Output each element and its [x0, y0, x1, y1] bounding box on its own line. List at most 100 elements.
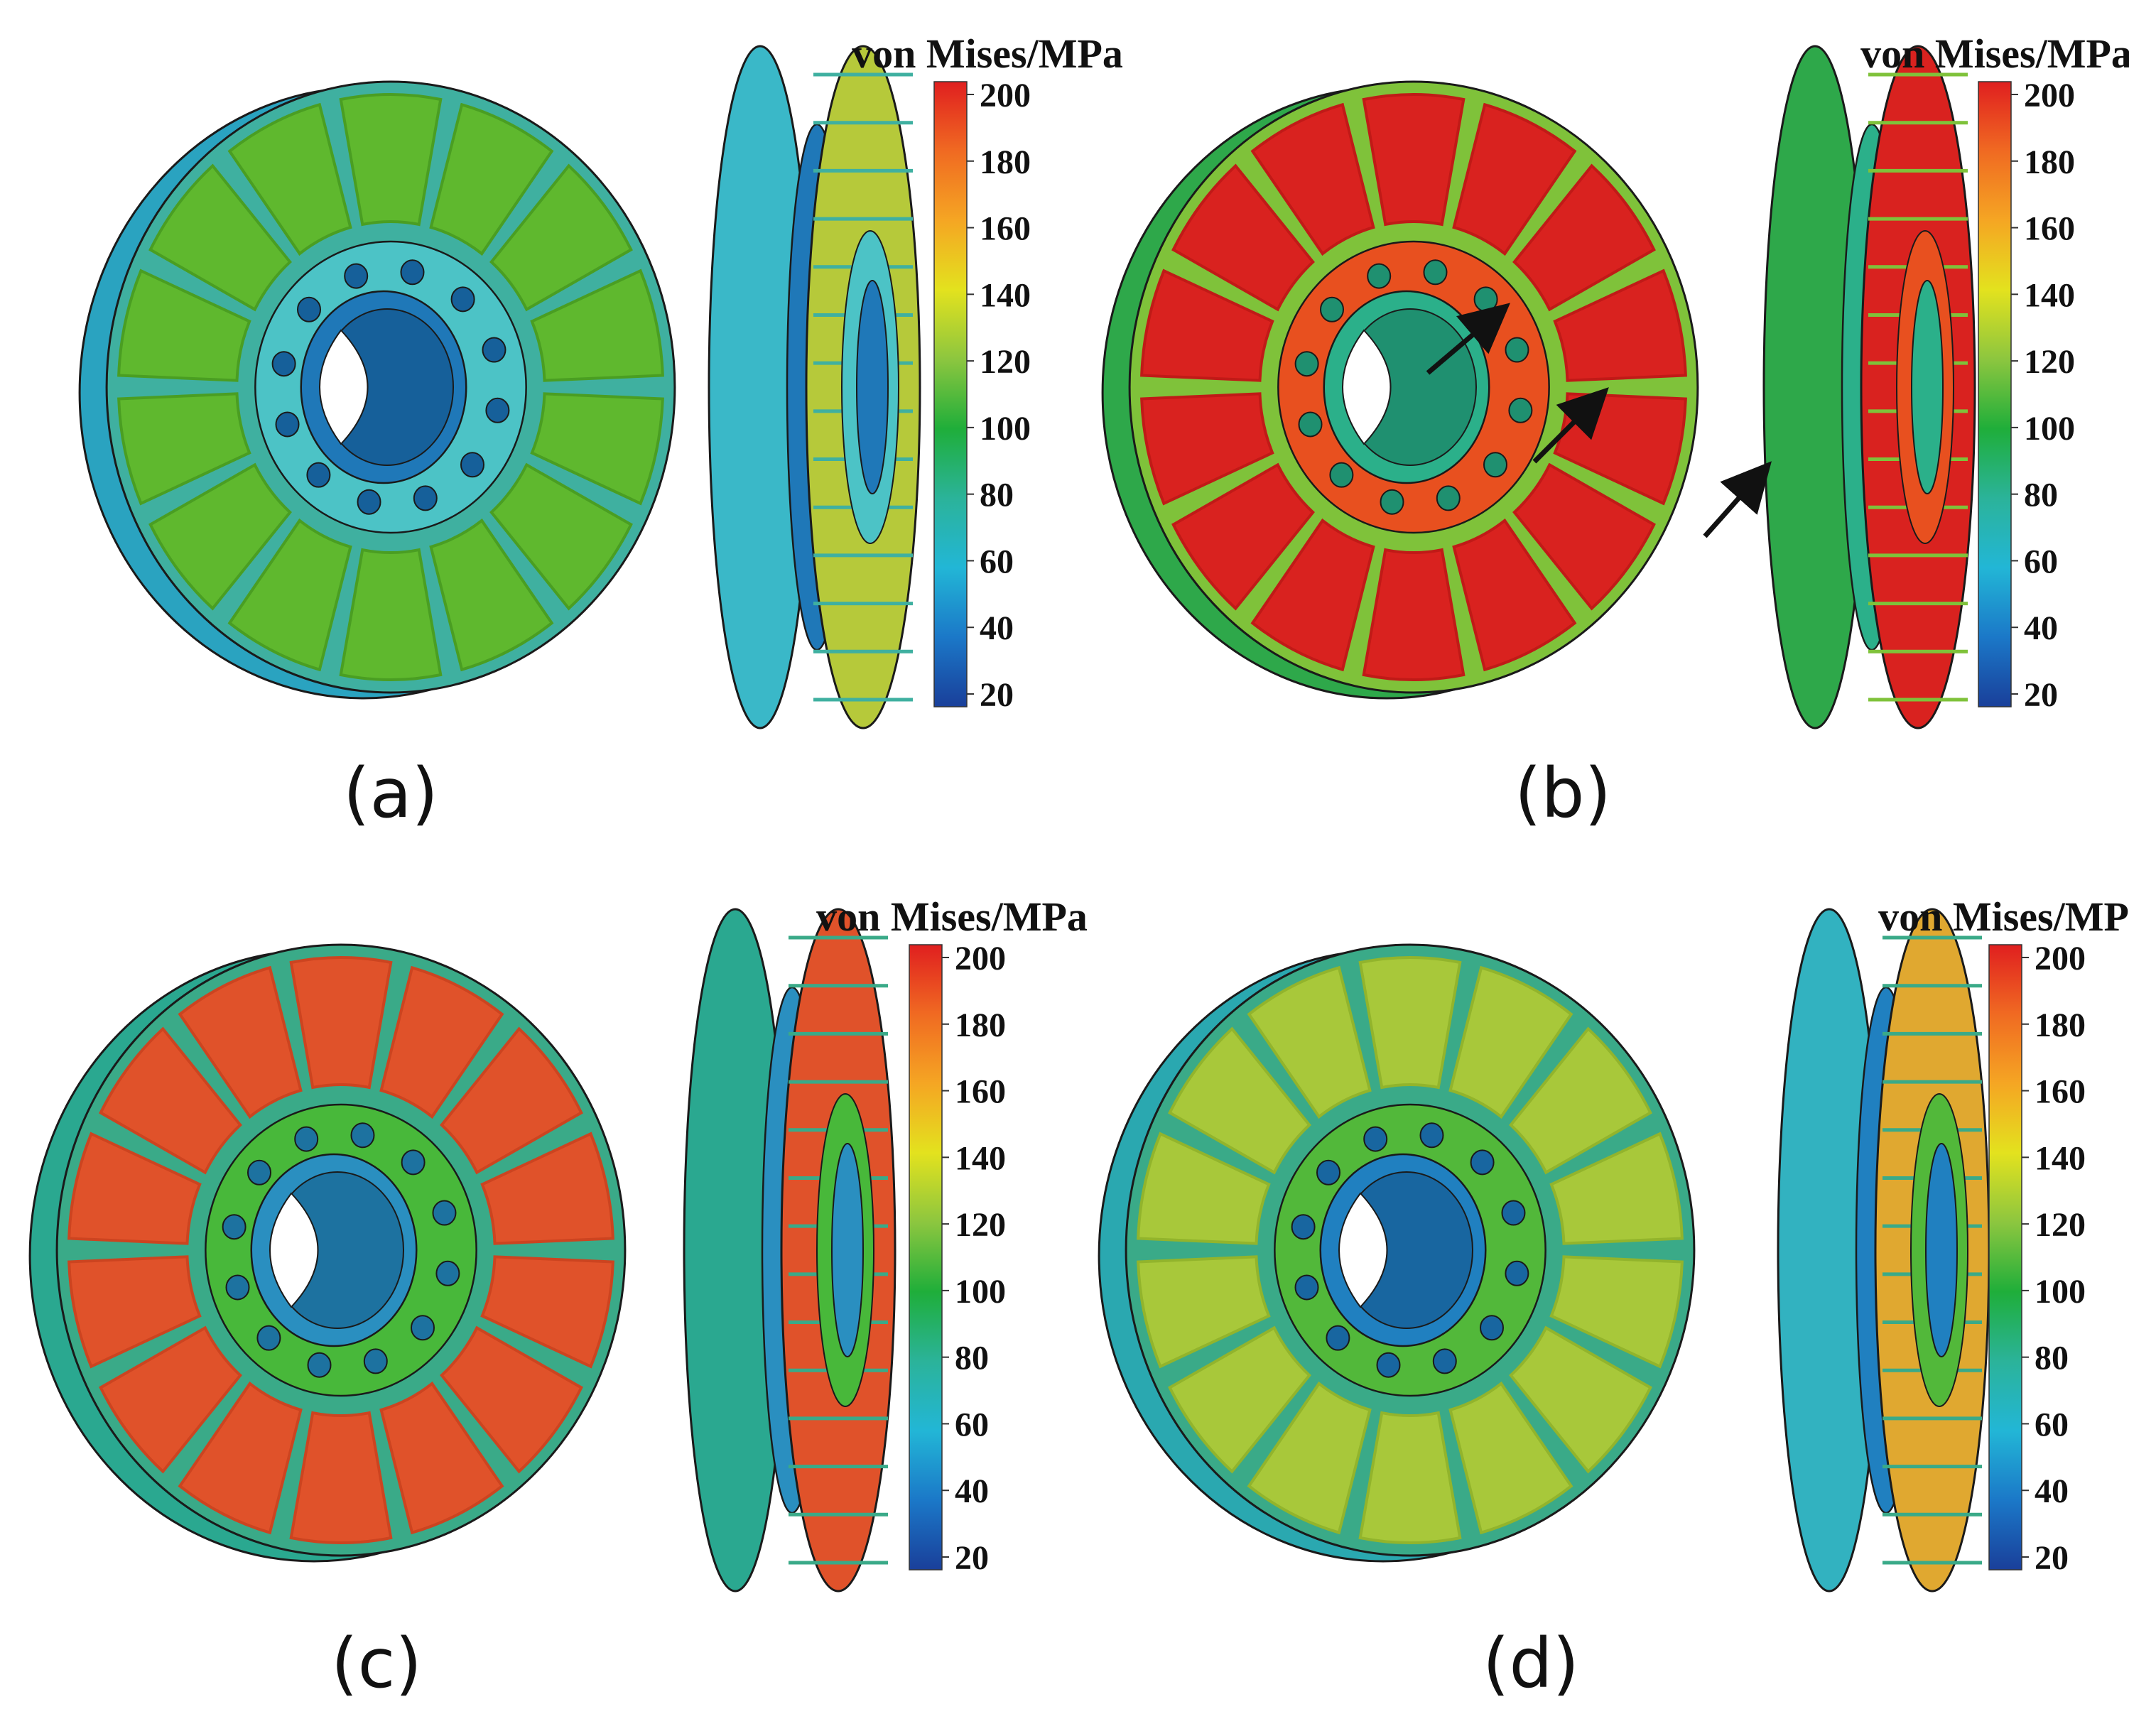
colorbar-tick-label: 120: [955, 1206, 1006, 1244]
friction-pad: [1140, 392, 1274, 506]
hot-spot-arrows: [1426, 303, 1772, 538]
friction-pad: [1448, 1381, 1573, 1535]
colorbar-tick-label: 40: [955, 1472, 989, 1510]
side-hub-core: [1911, 280, 1944, 494]
bolt-hole: [1376, 1352, 1401, 1378]
friction-pad: [1509, 1325, 1652, 1474]
friction-pad: [99, 1026, 242, 1175]
friction-pad: [379, 1381, 504, 1535]
bolt-hole: [344, 263, 369, 289]
friction-pad: [227, 102, 352, 256]
bolt-hole: [1316, 1159, 1341, 1186]
disc-bore: [269, 1192, 319, 1308]
brake-disc-front-icon: [78, 80, 676, 700]
friction-pad: [379, 965, 504, 1119]
friction-pad: [67, 1255, 202, 1369]
friction-pad: [1448, 965, 1573, 1119]
friction-pad: [178, 965, 303, 1119]
colorbar-tick-label: 120: [2035, 1206, 2086, 1244]
bolt-hole: [222, 1214, 247, 1240]
colorbar-gradient: [909, 944, 943, 1570]
bolt-hole: [1473, 286, 1498, 313]
bolt-hole: [306, 462, 331, 488]
bolt-hole: [225, 1274, 250, 1301]
bolt-hole: [1298, 411, 1323, 438]
brake-disc-side-icon: [1762, 45, 1976, 729]
legend-title: von Mises/MPa: [1878, 894, 2129, 940]
colorbar-tick-label: 40: [980, 609, 1014, 647]
colorbar-tick-label: 40: [2024, 609, 2058, 647]
bolt-hole: [410, 1315, 435, 1341]
colorbar-tick-label: 60: [2024, 543, 2058, 580]
friction-pad: [480, 1132, 614, 1245]
colorbar-gradient: [1978, 81, 2012, 707]
bolt-hole: [1294, 351, 1319, 377]
colorbar-tick-label: 140: [980, 276, 1031, 314]
colorbar-tick-label: 80: [980, 477, 1014, 514]
friction-pad: [117, 392, 251, 506]
bolt-hole: [1432, 1348, 1457, 1374]
colorbar-tick-label: 40: [2035, 1472, 2069, 1510]
friction-pad: [1250, 102, 1375, 256]
friction-pad: [99, 1325, 242, 1474]
friction-pad: [1362, 93, 1466, 227]
colorbar-tick-label: 60: [955, 1406, 989, 1443]
friction-pad: [489, 163, 633, 312]
bolt-hole: [1367, 263, 1392, 289]
bolt-hole: [256, 1325, 281, 1351]
colorbar-tick-label: 80: [955, 1340, 989, 1377]
bolt-hole: [1483, 452, 1507, 478]
colorbar-tick-label: 20: [955, 1539, 989, 1577]
brake-disc-front-icon: [1101, 80, 1699, 700]
colorbar-tick-label: 200: [2024, 77, 2075, 114]
friction-pad: [117, 268, 251, 382]
bolt-hole: [485, 397, 510, 423]
bolt-hole: [460, 452, 484, 478]
hot-spot-arrow-icon: [1532, 387, 1609, 464]
bolt-hole: [1508, 397, 1533, 423]
brake-disc-front-icon: [1098, 943, 1696, 1563]
panel-label-d: (d): [1483, 1624, 1579, 1703]
friction-pad: [1140, 268, 1274, 382]
friction-pad: [1137, 1132, 1271, 1245]
legend-title: von Mises/MPa: [852, 31, 1123, 77]
friction-pad: [530, 268, 664, 382]
bolt-hole: [1505, 1260, 1529, 1286]
side-hub-core: [1925, 1143, 1958, 1357]
bolt-hole: [482, 337, 506, 363]
colorbar-tick-label: 200: [2035, 940, 2086, 977]
friction-pad: [67, 1132, 202, 1245]
friction-pad: [1250, 518, 1375, 672]
legend-title: von Mises/MPa: [816, 894, 1088, 940]
colorbar-tick-label: 200: [980, 77, 1031, 114]
brake-disc-side-icon: [1777, 908, 1990, 1593]
colorbar-tick-label: 80: [2024, 477, 2058, 514]
panel-label-a: (a): [343, 754, 438, 833]
colorbar-tick-label: 100: [2035, 1273, 2086, 1311]
bolt-hole: [363, 1348, 388, 1374]
colorbar-tick-label: 160: [2035, 1073, 2086, 1111]
bolt-hole: [435, 1260, 460, 1286]
colorbar-tick-label: 140: [2024, 276, 2075, 314]
friction-pad: [1358, 1411, 1462, 1544]
bolt-hole: [1294, 1274, 1319, 1301]
bolt-hole: [1329, 462, 1354, 488]
friction-pad: [429, 102, 554, 256]
panel-c: von Mises/MPa 20018016014012010080604020…: [28, 894, 1088, 1703]
friction-pad: [178, 1381, 303, 1535]
panel-label-c: (c): [331, 1624, 422, 1703]
bolt-hole: [450, 286, 475, 313]
colorbar-tick-label: 120: [2024, 343, 2075, 381]
bolt-hole: [432, 1200, 457, 1226]
friction-pad: [429, 518, 554, 672]
colorbar-tick-label: 20: [2024, 676, 2058, 714]
colorbar-tick-label: 200: [955, 940, 1006, 977]
friction-pad: [1549, 1255, 1684, 1369]
legend-title: von Mises/MPa: [1860, 31, 2129, 77]
brake-disc-side-icon: [683, 908, 896, 1593]
bolt-hole: [400, 259, 425, 286]
bolt-hole: [1326, 1325, 1350, 1351]
